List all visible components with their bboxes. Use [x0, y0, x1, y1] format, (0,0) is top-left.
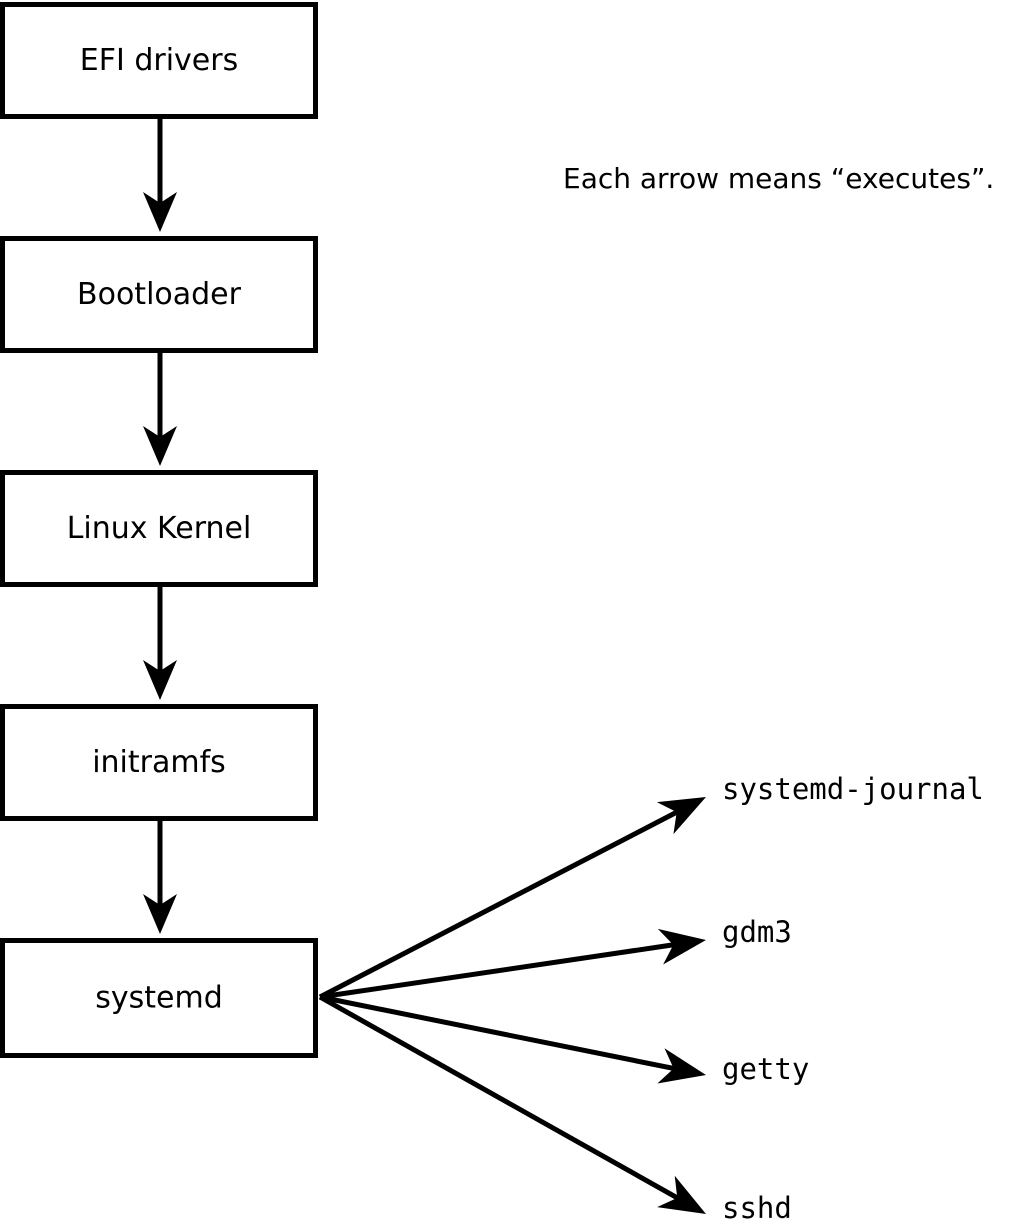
node-label-efi-drivers: EFI drivers	[80, 43, 238, 78]
chain-arrow-initramfs-to-systemd	[143, 821, 177, 934]
caption-text: Each arrow means “executes”.	[563, 162, 994, 195]
fan-arrow-systemd-to-gdm3	[319, 928, 706, 1000]
fan-arrow-systemd-to-systemd-journal	[318, 797, 706, 1000]
node-label-bootloader: Bootloader	[77, 277, 242, 312]
node-systemd: systemd	[0, 938, 318, 1058]
node-label-systemd: systemd	[95, 981, 223, 1016]
node-initramfs: initramfs	[0, 704, 318, 821]
leaf-label-getty: getty	[722, 1052, 809, 1086]
node-efi-drivers: EFI drivers	[0, 2, 318, 119]
chain-arrow-bootloader-to-linux-kernel	[143, 353, 177, 466]
fan-edges-group	[318, 797, 706, 1214]
node-label-initramfs: initramfs	[92, 745, 226, 780]
fan-arrow-systemd-to-sshd	[318, 994, 706, 1214]
node-bootloader: Bootloader	[0, 236, 318, 353]
leaf-label-systemd-journal: systemd-journal	[722, 772, 984, 806]
chain-arrow-linux-kernel-to-initramfs	[143, 587, 177, 700]
leaf-labels-group: systemd-journal gdm3 getty sshd	[722, 772, 984, 1225]
chain-arrow-efi-drivers-to-bootloader	[143, 119, 177, 232]
node-label-linux-kernel: Linux Kernel	[67, 511, 252, 546]
fan-arrow-systemd-to-getty	[319, 994, 706, 1084]
node-linux-kernel: Linux Kernel	[0, 470, 318, 587]
leaf-label-sshd: sshd	[722, 1191, 792, 1225]
chain-edges-group	[143, 119, 177, 934]
leaf-label-gdm3: gdm3	[722, 915, 792, 949]
